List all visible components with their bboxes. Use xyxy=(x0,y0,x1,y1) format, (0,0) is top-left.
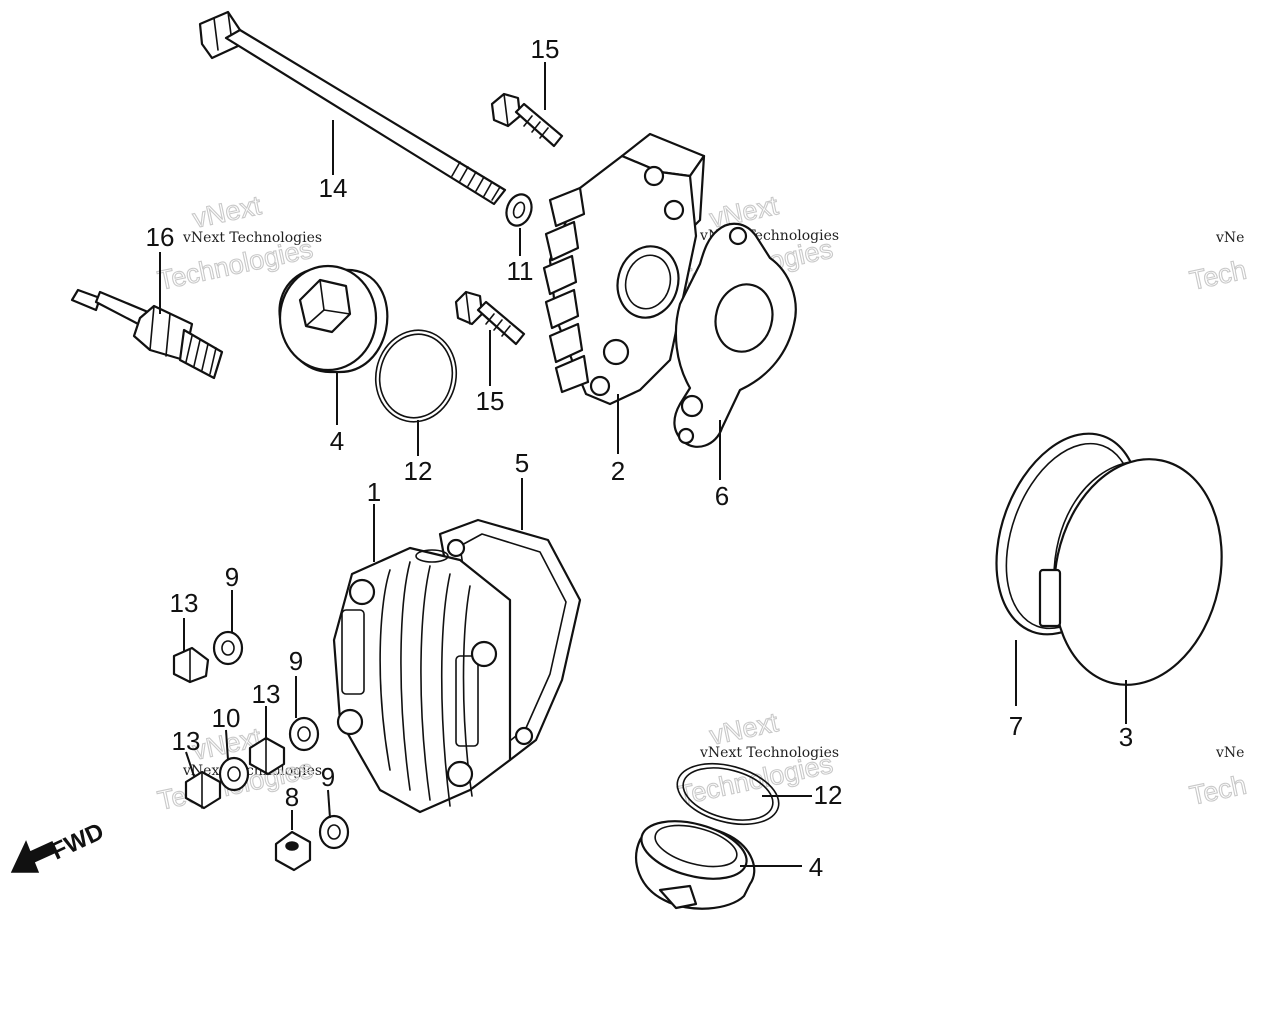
callout-11: 11 xyxy=(507,256,534,286)
part-8-nut[interactable] xyxy=(274,830,312,872)
callout-13-middle: 13 xyxy=(252,679,281,709)
callout-9-middle: 9 xyxy=(289,646,303,676)
watermark-text: Tech xyxy=(1187,770,1249,811)
part-11-washer[interactable] xyxy=(502,191,535,229)
watermark-text: Tech xyxy=(1187,255,1249,296)
leader-lines xyxy=(159,62,1127,867)
part-15-flange-bolt-middle[interactable] xyxy=(454,290,526,346)
watermark-text: vNext xyxy=(190,190,264,234)
part-12-o-ring-lower[interactable] xyxy=(671,753,786,834)
part-13-cap-nut-lower[interactable] xyxy=(184,770,222,810)
part-4-tappet-cap-lower[interactable] xyxy=(635,811,756,910)
fwd-direction-arrow: FWD xyxy=(10,818,108,873)
callout-8: 8 xyxy=(285,782,299,812)
part-9-washer-upper[interactable] xyxy=(212,630,244,666)
watermark-text: vNe xyxy=(1215,745,1244,761)
part-12-o-ring-upper[interactable] xyxy=(367,323,464,430)
callout-6: 6 xyxy=(715,481,729,511)
part-14-stud-bolt[interactable] xyxy=(198,10,507,206)
part-3-cover[interactable] xyxy=(1034,443,1242,700)
fwd-label: FWD xyxy=(47,818,108,866)
callout-1: 1 xyxy=(367,477,381,507)
callout-13-upper: 13 xyxy=(170,588,199,618)
callout-9-lower: 9 xyxy=(321,762,335,792)
callout-12-lower: 12 xyxy=(814,780,843,810)
part-15-flange-bolt-top[interactable] xyxy=(490,92,564,148)
part-6-gasket[interactable] xyxy=(673,222,797,448)
part-13-cap-nut-upper[interactable] xyxy=(172,646,210,684)
part-2-cam-holder[interactable] xyxy=(542,132,706,406)
part-4-tappet-cap-upper[interactable] xyxy=(278,264,389,374)
arrow-left-icon xyxy=(10,840,57,873)
callout-2: 2 xyxy=(611,456,625,486)
callout-14: 14 xyxy=(319,173,348,203)
callout-10: 10 xyxy=(212,703,241,733)
callout-3: 3 xyxy=(1119,722,1133,752)
watermark-text: vNext Technologies xyxy=(699,745,839,761)
callout-5: 5 xyxy=(515,448,529,478)
part-9-washer-lower[interactable] xyxy=(318,814,350,850)
callout-4-upper: 4 xyxy=(330,426,344,456)
callout-13-lower: 13 xyxy=(172,726,201,756)
callout-7: 7 xyxy=(1009,711,1023,741)
callout-4-lower: 4 xyxy=(809,852,823,882)
callouts: 14 15 11 16 15 4 12 2 6 5 1 7 3 9 13 9 1… xyxy=(146,34,1134,882)
part-16-spark-plug[interactable] xyxy=(70,288,224,380)
callout-15-top: 15 xyxy=(531,34,560,64)
callout-16: 16 xyxy=(146,222,175,252)
watermark-text: vNe xyxy=(1215,230,1244,246)
callout-15-middle: 15 xyxy=(476,386,505,416)
callout-12-upper: 12 xyxy=(404,456,433,486)
part-9-washer-middle[interactable] xyxy=(288,716,320,752)
callout-9-upper: 9 xyxy=(225,562,239,592)
watermark-text: vNext Technologies xyxy=(182,763,322,779)
part-1-head-cover[interactable] xyxy=(332,546,512,814)
part-10-washer[interactable] xyxy=(218,756,250,792)
watermark-text: vNext Technologies xyxy=(182,230,322,246)
